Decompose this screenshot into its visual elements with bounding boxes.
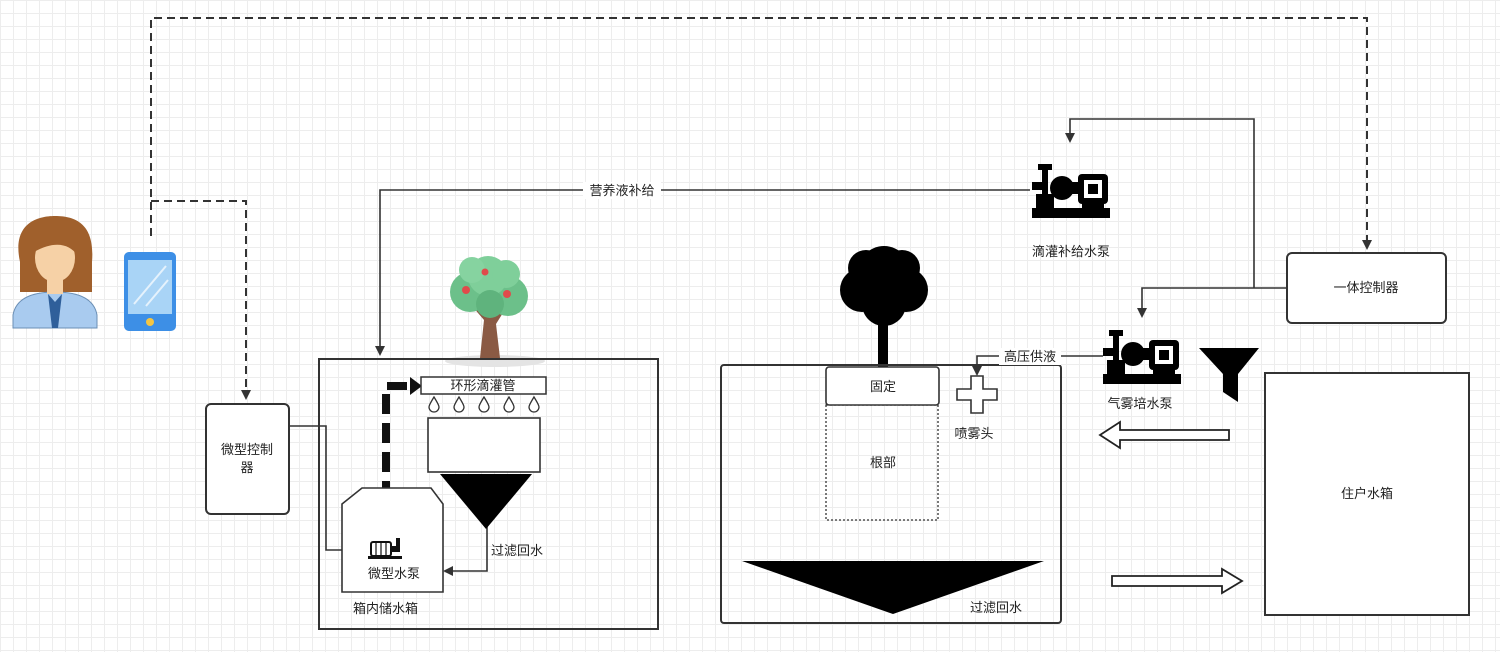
drip-pump-label: 滴灌补给水泵 bbox=[1032, 244, 1110, 260]
planting-basket bbox=[427, 417, 541, 473]
filter-return-right-label: 过滤回水 bbox=[970, 601, 1022, 616]
left-growth-cabinet bbox=[318, 358, 659, 630]
inner-tank bbox=[341, 487, 444, 593]
pump-icon bbox=[1103, 330, 1181, 384]
ring-drip-pipe bbox=[420, 376, 547, 395]
micro-controller-box bbox=[205, 403, 290, 515]
aero-pump-label: 气雾培水泵 bbox=[1107, 396, 1172, 412]
integrated-controller-label: 一体控制器 bbox=[1333, 281, 1398, 296]
controller-to-aero-pump-line bbox=[1137, 287, 1287, 318]
phone-to-integrated-controller-line bbox=[150, 17, 1372, 250]
controller-to-drip-pump-line bbox=[1065, 118, 1255, 288]
nutrient-supply-line bbox=[375, 189, 1030, 356]
apple-tree-icon bbox=[445, 256, 545, 367]
nutrient-supply-label: 营养液补给 bbox=[589, 183, 654, 199]
fixed-block bbox=[825, 366, 940, 406]
riser-arrowhead bbox=[410, 377, 422, 395]
integrated-controller-box bbox=[1286, 252, 1447, 324]
roots-label: 根部 bbox=[870, 456, 896, 471]
high-pressure-supply-label: 高压供液 bbox=[1004, 349, 1056, 365]
micro-pump-icon bbox=[368, 538, 402, 559]
resident-tank-box bbox=[1264, 372, 1470, 616]
resident-tank-label: 住户水箱 bbox=[1341, 486, 1393, 502]
micro-controller-label-1: 微型控制 bbox=[221, 443, 273, 458]
pump-icon bbox=[1032, 164, 1110, 218]
filter-cone-right bbox=[742, 561, 1044, 614]
high-pressure-label-bg bbox=[999, 348, 1061, 365]
tree-silhouette-icon bbox=[840, 246, 928, 368]
nutrient-supply-label-bg bbox=[583, 182, 661, 199]
micro-controller-label-2: 器 bbox=[240, 461, 253, 476]
riser-pipe bbox=[382, 382, 412, 530]
user-avatar-icon bbox=[12, 216, 98, 329]
micro-pump-label: 微型水泵 bbox=[368, 567, 420, 582]
water-drop-icon bbox=[428, 396, 440, 413]
water-drop-icon bbox=[478, 396, 490, 413]
phone-icon bbox=[124, 252, 176, 331]
funnel-icon bbox=[1199, 348, 1259, 402]
spray-nozzle-icon bbox=[956, 375, 998, 414]
filter-return-left-line bbox=[443, 523, 488, 576]
filter-cone-left bbox=[440, 474, 532, 529]
inner-tank-label: 箱内储水箱 bbox=[353, 601, 418, 617]
flow-arrow-right bbox=[1111, 567, 1244, 595]
spray-nozzle-label: 喷雾头 bbox=[954, 427, 993, 442]
aeroponic-cabinet bbox=[720, 364, 1062, 624]
water-drop-icon bbox=[503, 396, 515, 413]
flow-arrow-left bbox=[1098, 420, 1230, 450]
ring-drip-pipe-label: 环形滴灌管 bbox=[450, 378, 515, 394]
fixed-label: 固定 bbox=[870, 380, 896, 395]
phone-to-micro-controller-line bbox=[151, 200, 251, 400]
water-drop-icon bbox=[528, 396, 540, 413]
filter-return-left-label: 过滤回水 bbox=[491, 544, 543, 559]
water-drop-icon bbox=[453, 396, 465, 413]
